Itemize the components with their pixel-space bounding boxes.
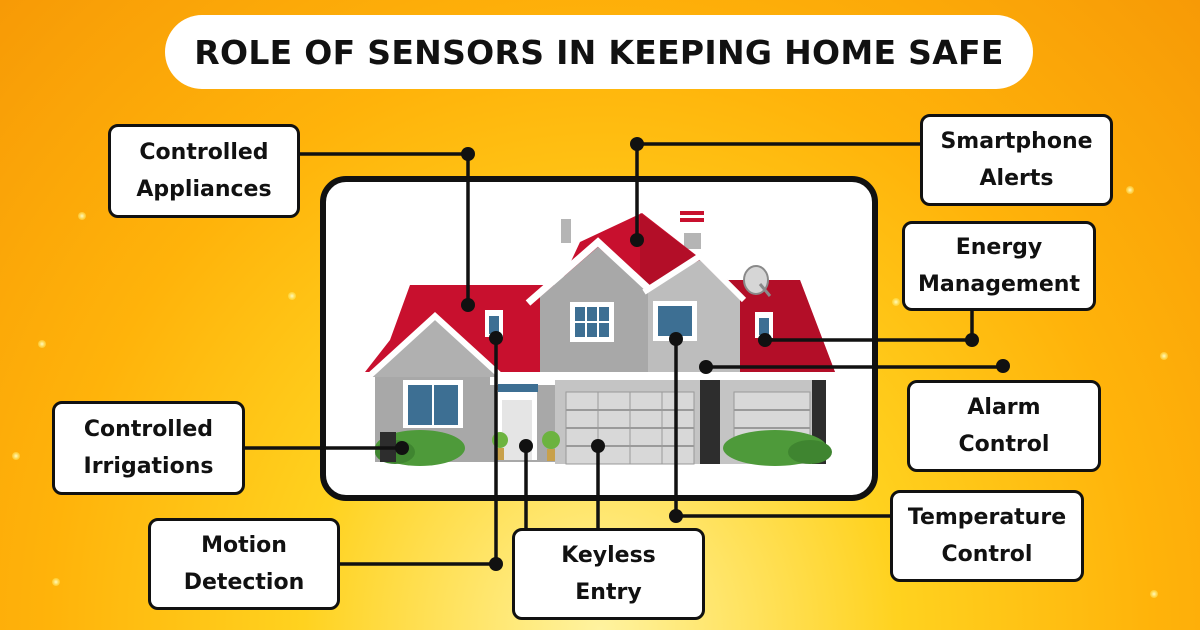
sensor-dot: [630, 137, 644, 151]
sensor-dot: [461, 147, 475, 161]
sensor-dot: [669, 332, 683, 346]
potted-plant: [542, 431, 560, 449]
roof-trim: [540, 372, 830, 380]
label-controlled-appliances: Controlled Appliances: [108, 124, 300, 218]
chimney-cap-band: [680, 215, 704, 218]
label-controlled-irrigations: Controlled Irrigations: [52, 401, 245, 495]
connector-alarm-control: [706, 365, 1005, 369]
sensor-dot: [591, 439, 605, 453]
sensor-dot: [461, 298, 475, 312]
house-illustration: [363, 211, 835, 466]
sparkle-decoration: [288, 292, 296, 300]
page-title: ROLE OF SENSORS IN KEEPING HOME SAFE: [165, 15, 1033, 89]
label-keyless-entry: Keyless Entry: [512, 528, 705, 620]
connector-smartphone-alerts: [635, 142, 920, 240]
sparkle-decoration: [38, 340, 46, 348]
sensor-dot: [699, 360, 713, 374]
label-alarm-control: Alarm Control: [907, 380, 1101, 472]
connector-controlled-appliances: [296, 152, 470, 305]
sensor-dot: [669, 509, 683, 523]
left-chimney: [561, 219, 571, 243]
label-smartphone-alerts: Smartphone Alerts: [920, 114, 1113, 206]
sensor-dot: [965, 333, 979, 347]
sensor-dot: [630, 233, 644, 247]
sparkle-decoration: [1160, 352, 1168, 360]
sparkle-decoration: [78, 212, 86, 220]
sensor-dot: [519, 439, 533, 453]
sensor-dot: [996, 359, 1010, 373]
sparkle-decoration: [12, 452, 20, 460]
porch-roof: [490, 377, 565, 385]
label-temperature-control: Temperature Control: [890, 490, 1084, 582]
sparkle-decoration: [52, 578, 60, 586]
right-chimney: [684, 233, 701, 249]
sparkle-decoration: [1150, 590, 1158, 598]
label-motion-detection: Motion Detection: [148, 518, 340, 610]
sparkle-decoration: [1126, 186, 1134, 194]
sensor-dot: [395, 441, 409, 455]
connector-dots: [395, 137, 1010, 571]
left-gable: [370, 318, 500, 377]
sensor-dot: [489, 331, 503, 345]
sensor-dot: [758, 333, 772, 347]
label-energy-management: Energy Management: [902, 221, 1096, 311]
sparkle-decoration: [892, 298, 900, 306]
sensor-dot: [489, 557, 503, 571]
